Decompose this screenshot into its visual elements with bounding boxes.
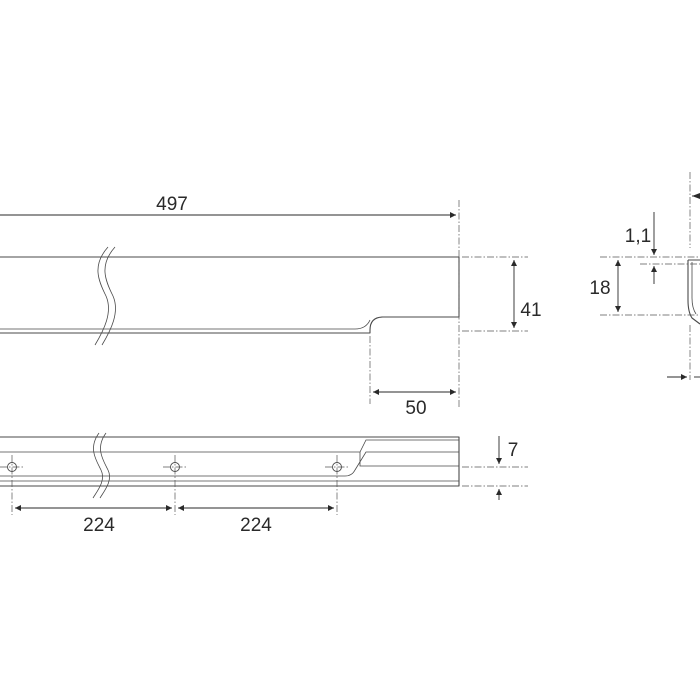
dimension-wall-thickness: 1,1	[625, 212, 657, 284]
dimension-hole-spacing-2-label: 224	[240, 515, 272, 536]
dimension-height-label: 41	[520, 300, 541, 321]
break-mark-front	[94, 246, 116, 346]
dimension-profile-height-label: 18	[589, 278, 610, 299]
dimension-section-top	[692, 193, 700, 199]
dimension-total-length: 497	[0, 194, 456, 218]
section-profile-inner	[691, 262, 697, 315]
dimension-wall-thickness-label: 1,1	[625, 226, 651, 247]
hole-centerlines	[0, 455, 349, 515]
dimension-base-offset: 7	[462, 436, 528, 500]
top-view	[0, 432, 460, 515]
dimension-height: 41	[462, 256, 542, 332]
front-view-fillet-line	[0, 319, 371, 330]
section-profile-outline	[687, 259, 700, 325]
top-view-outline	[0, 436, 460, 487]
dimension-profile-height: 18	[589, 260, 621, 312]
dimension-hole-spacing: 224 224	[15, 505, 334, 536]
top-view-inner-line-2	[0, 451, 459, 477]
front-view-outline	[0, 256, 460, 334]
dimension-total-length-label: 497	[156, 194, 188, 215]
top-view-inner-line-1	[0, 439, 459, 453]
break-mark-top	[92, 432, 110, 499]
dimension-base-offset-label: 7	[508, 440, 519, 461]
section-view	[600, 172, 700, 380]
top-view-groove	[359, 452, 459, 467]
dimension-hole-spacing-1-label: 224	[83, 515, 115, 536]
section-extension-lines	[600, 256, 700, 316]
dimension-grip-length: 50	[369, 336, 456, 419]
dimension-grip-length-label: 50	[405, 398, 426, 419]
front-view	[0, 200, 460, 408]
